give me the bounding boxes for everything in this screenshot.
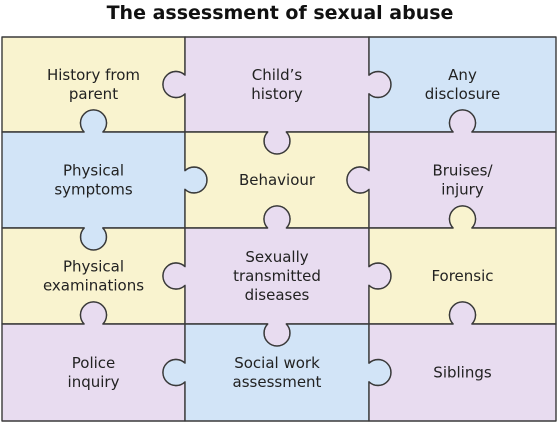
puzzle-piece-label-line: Any (448, 66, 477, 84)
puzzle-piece-label-line: History from (47, 66, 140, 84)
puzzle-piece-label-line: Child’s (252, 66, 303, 84)
puzzle-piece-label-line: disclosure (425, 85, 500, 103)
puzzle-piece-label-line: diseases (245, 286, 310, 304)
puzzle-piece-label-line: Behaviour (239, 171, 316, 189)
puzzle-piece-label: Forensic (431, 267, 493, 285)
puzzle-piece-label: Bruises/injury (432, 162, 493, 199)
puzzle-piece-label-line: Bruises/ (432, 162, 493, 180)
puzzle-piece-label-line: Sexually (245, 248, 308, 266)
puzzle-piece-label-line: Physical (63, 162, 124, 180)
puzzle-piece-label-line: Siblings (433, 364, 492, 382)
puzzle-piece-label-line: assessment (233, 373, 322, 391)
puzzle-piece-label-line: examinations (43, 277, 144, 295)
puzzle-piece-label-line: Police (72, 354, 116, 372)
puzzle-piece-label-line: Social work (234, 354, 320, 372)
puzzle-piece-label-line: transmitted (233, 267, 321, 285)
puzzle-piece-behaviour: Behaviour (184, 131, 370, 229)
puzzle-piece-label-line: inquiry (68, 373, 120, 391)
puzzle-piece-label: Behaviour (239, 171, 316, 189)
puzzle-piece-label-line: parent (69, 85, 118, 103)
puzzle-piece-shape (368, 301, 557, 422)
diagram-title: The assessment of sexual abuse (106, 2, 454, 24)
puzzle-piece-label-line: symptoms (54, 181, 132, 199)
puzzle-piece-siblings: Siblings (368, 301, 557, 422)
puzzle-piece-label-line: history (251, 85, 303, 103)
puzzle-piece-label-line: injury (441, 181, 484, 199)
puzzle-piece-forensic: Forensic (368, 205, 557, 325)
puzzle-piece-label: Siblings (433, 364, 492, 382)
puzzle-piece-label-line: Forensic (431, 267, 493, 285)
puzzle-piece-label-line: Physical (63, 258, 124, 276)
